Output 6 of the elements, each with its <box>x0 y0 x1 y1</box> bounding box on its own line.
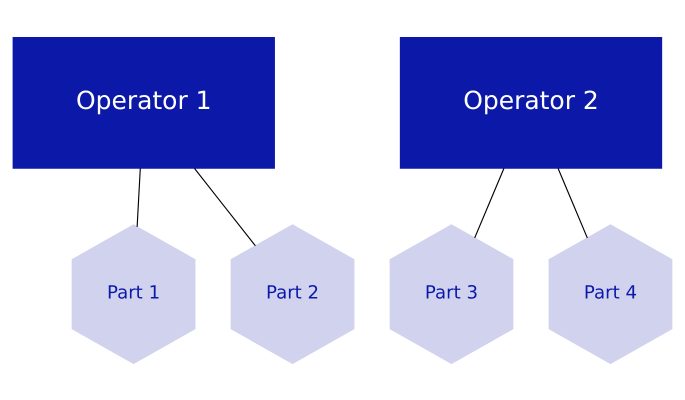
node-box: Operator 1 <box>12 36 275 168</box>
connector <box>194 168 256 246</box>
connector <box>558 168 588 238</box>
connector <box>474 168 504 238</box>
node-box: Operator 2 <box>400 36 662 168</box>
connector <box>136 168 141 226</box>
